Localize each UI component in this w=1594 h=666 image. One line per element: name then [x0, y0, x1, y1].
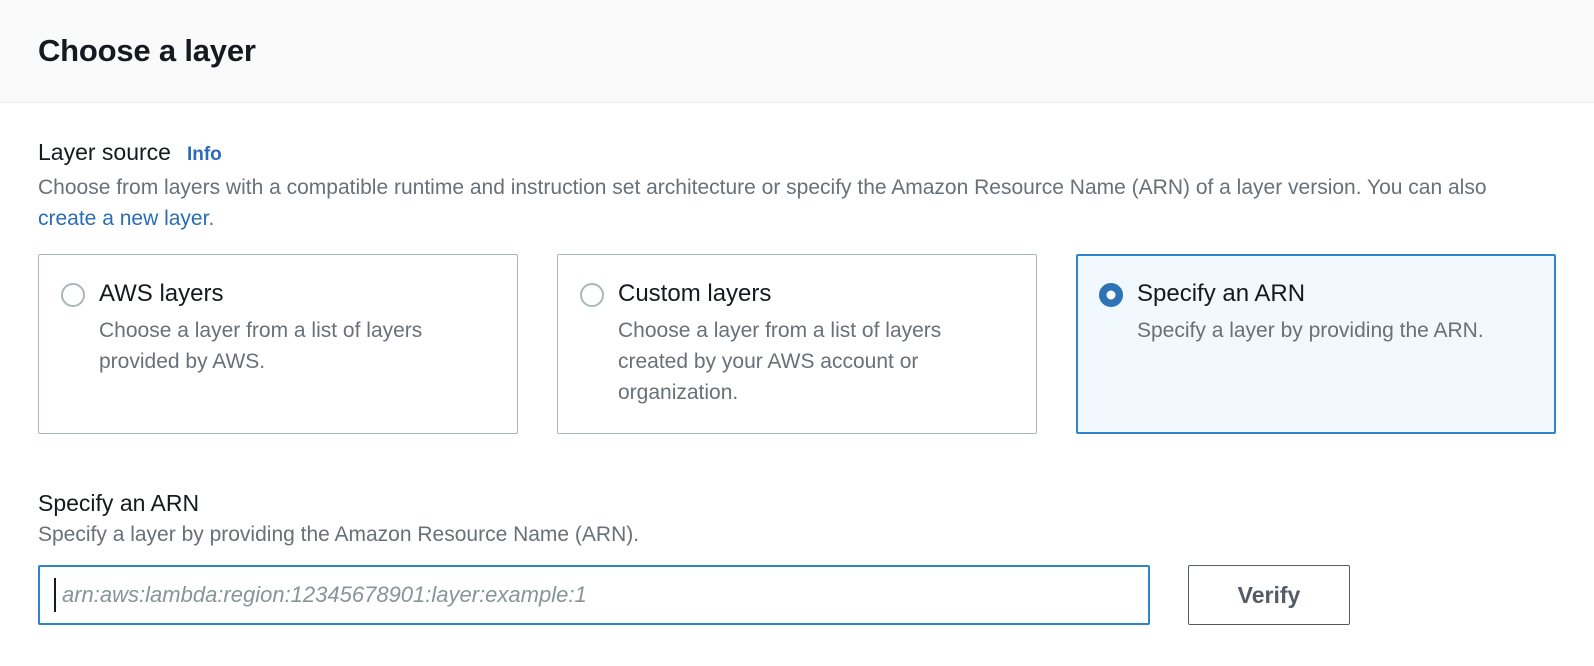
- modal-header: Choose a layer: [0, 0, 1594, 103]
- radio-tile-title: Specify an ARN: [1137, 280, 1306, 307]
- arn-section-title: Specify an ARN: [38, 490, 200, 516]
- radio-tile-title: Custom layers: [618, 280, 772, 307]
- radio-tile-specify-an-arn[interactable]: Specify an ARN Specify a layer by provid…: [1076, 254, 1556, 434]
- radio-tile-custom-layers-text: Custom layers Choose a layer from a list…: [618, 279, 968, 408]
- radio-tile-description: Specify a layer by providing the ARN.: [1137, 319, 1484, 342]
- radio-tile-aws-layers[interactable]: AWS layers Choose a layer from a list of…: [38, 254, 518, 434]
- layer-source-label: Layer source: [38, 139, 171, 165]
- arn-input[interactable]: [38, 565, 1150, 625]
- layer-source-options: AWS layers Choose a layer from a list of…: [38, 254, 1556, 434]
- radio-icon-specify-an-arn-selected[interactable]: [1099, 283, 1123, 307]
- radio-tile-description: Choose a layer from a list of layers pro…: [99, 319, 423, 373]
- create-a-new-layer-link[interactable]: create a new layer: [38, 207, 209, 230]
- verify-button[interactable]: Verify: [1188, 565, 1350, 625]
- modal-body: Layer source Info Choose from layers wit…: [0, 103, 1594, 625]
- radio-tile-title: AWS layers: [99, 280, 224, 307]
- arn-input-row: Verify: [38, 565, 1556, 625]
- text-caret-icon: [54, 578, 56, 612]
- layer-source-description-suffix: .: [208, 207, 215, 230]
- layer-source-description-text: Choose from layers with a compatible run…: [38, 176, 1487, 199]
- arn-section-description: Specify a layer by providing the Amazon …: [38, 523, 640, 546]
- radio-icon-custom-layers[interactable]: [580, 283, 604, 307]
- layer-source-description: Choose from layers with a compatible run…: [38, 172, 1518, 234]
- radio-tile-aws-layers-text: AWS layers Choose a layer from a list of…: [99, 279, 449, 377]
- layer-source-label-row: Layer source Info: [38, 139, 1556, 166]
- radio-tile-specify-an-arn-text: Specify an ARN Specify a layer by provid…: [1137, 279, 1484, 346]
- radio-tile-custom-layers[interactable]: Custom layers Choose a layer from a list…: [557, 254, 1037, 434]
- arn-input-wrapper: [38, 565, 1150, 625]
- info-link[interactable]: Info: [186, 144, 222, 165]
- radio-tile-description: Choose a layer from a list of layers cre…: [618, 319, 942, 404]
- radio-icon-aws-layers[interactable]: [61, 283, 85, 307]
- page-title: Choose a layer: [38, 33, 256, 68]
